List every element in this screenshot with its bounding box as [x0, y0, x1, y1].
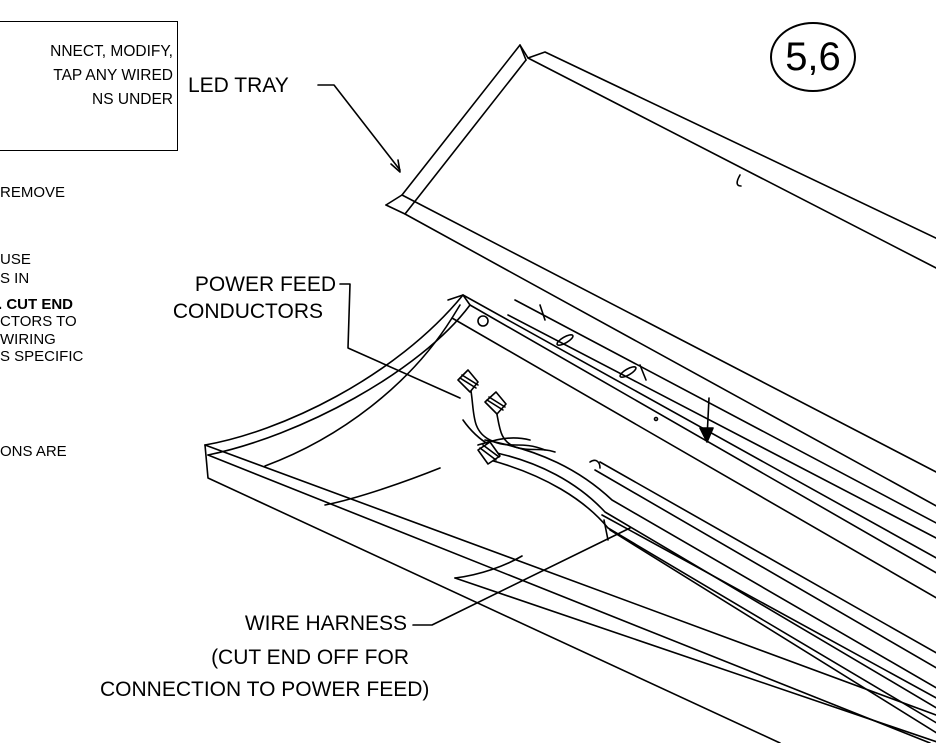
- note-line: CTORS TO: [0, 313, 77, 330]
- warning-box: NNECT, MODIFY, TAP ANY WIRED NS UNDER: [0, 21, 178, 151]
- wire-harness-label-line2: (CUT END OFF FOR: [211, 646, 409, 669]
- power-feed-label-line2: CONDUCTORS: [172, 300, 323, 323]
- note-line: . CUT END: [0, 296, 73, 313]
- note-line: WIRING: [0, 331, 56, 348]
- step-badge: 5,6: [770, 22, 856, 92]
- power-feed-conductors: [457, 369, 556, 465]
- note-line: REMOVE: [0, 184, 66, 201]
- note-line: S SPECIFIC: [0, 348, 84, 365]
- note-line: S IN: [0, 270, 30, 287]
- warning-line: TAP ANY WIRED: [53, 67, 173, 84]
- note-line: USE: [0, 251, 31, 268]
- warning-line: NS UNDER: [92, 91, 173, 108]
- wire-harness-label-line1: WIRE HARNESS: [244, 612, 407, 635]
- wire-harness: [481, 439, 936, 734]
- wire-harness-label-line3: CONNECTION TO POWER FEED): [100, 678, 430, 701]
- note-line: ONS ARE: [0, 443, 67, 460]
- warning-line: NNECT, MODIFY,: [50, 43, 173, 60]
- leader-lines: [317, 84, 631, 626]
- led-tray: [385, 44, 936, 507]
- led-tray-label: LED TRAY: [188, 74, 289, 97]
- fixture-housing: [204, 294, 936, 743]
- power-feed-label-line1: POWER FEED: [194, 273, 336, 296]
